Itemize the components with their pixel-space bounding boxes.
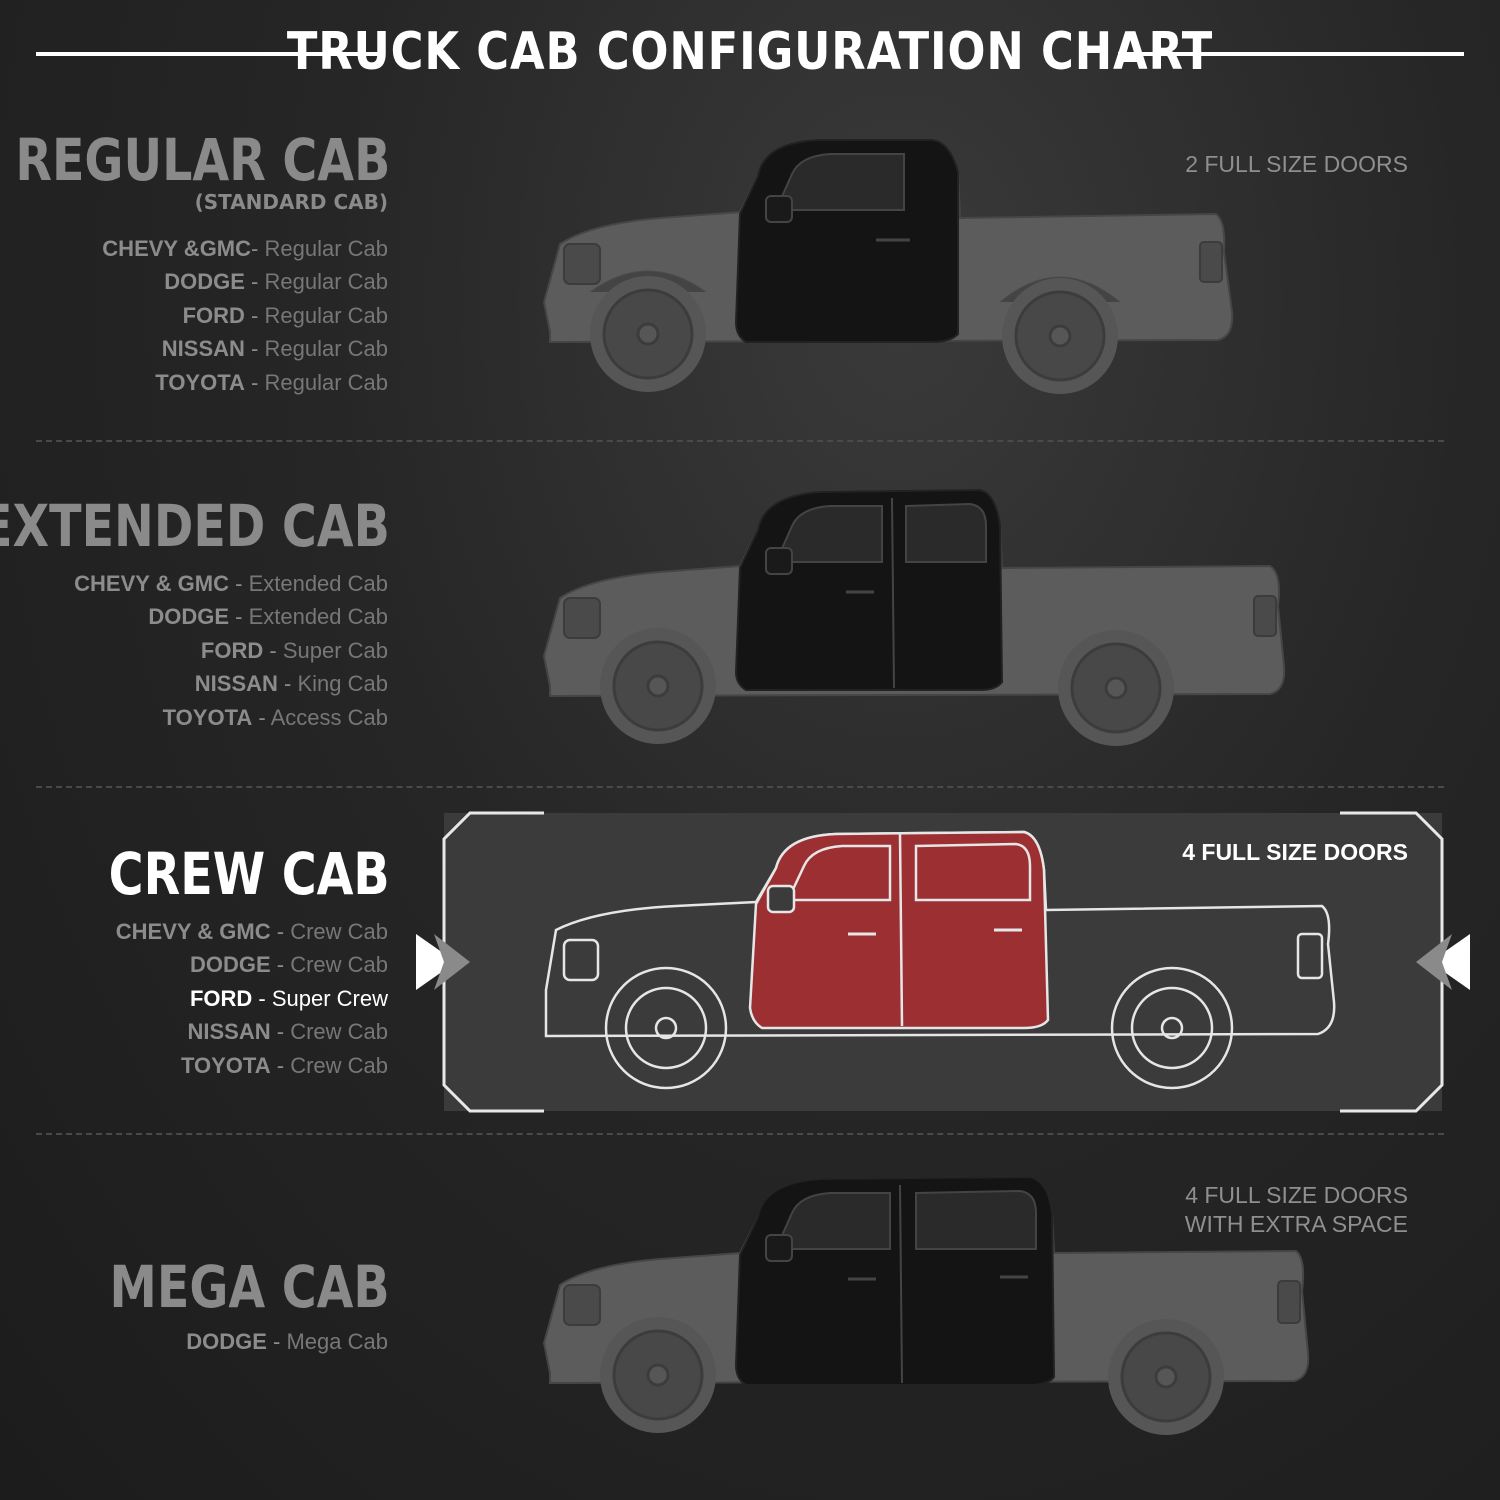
brand-row: NISSAN - King Cab [74,667,388,700]
brand-separator: - [266,1329,287,1354]
brand-list: CHEVY & GMC - Extended Cab DODGE - Exten… [74,567,388,734]
door-note: 2 FULL SIZE DOORS [1185,150,1408,179]
brand-separator: - [270,1052,291,1078]
brand-separator: - [270,1019,291,1045]
right-pointer-arrow-icon [1416,934,1470,990]
model-name: Super Cab [282,637,388,663]
brand-separator: - [229,604,249,630]
cab-name: CREW CAB [108,840,390,908]
brand-name: FORD [200,637,264,663]
brand-row: NISSAN - Crew Cab [116,1015,389,1048]
door-note-line: 2 FULL SIZE DOORS [1185,151,1408,177]
section-regular-cab: REGULAR CAB (STANDARD CAB) CHEVY &GMC- R… [0,0,1500,440]
model-name: Crew Cab [290,952,388,978]
brand-separator: - [229,571,249,596]
door-note-line: 4 FULL SIZE DOORS [1185,1182,1408,1208]
brand-name: FORD [189,985,253,1011]
mega-cab-truck-illustration [542,1175,1310,1435]
model-name: Extended Cab [248,571,388,596]
brand-separator: - [270,919,291,944]
brand-name: CHEVY & GMC [115,919,271,944]
brand-row: CHEVY & GMC - Crew Cab [116,915,388,948]
brand-name: DODGE [186,1329,267,1354]
model-name: Mega Cab [286,1329,388,1354]
brand-name: NISSAN [161,336,245,362]
section-divider [36,786,1444,788]
model-name: Access Cab [270,704,388,730]
brand-separator: - [252,704,271,730]
brand-separator: - [244,336,265,362]
brand-list: CHEVY &GMC- Regular Cab DODGE - Regular … [102,232,388,399]
cab-subtitle: (STANDARD CAB) [194,190,388,214]
brand-name: TOYOTA [162,704,253,730]
model-name: Regular Cab [264,369,388,395]
section-extended-cab: EXTENDED CAB CHEVY & GMC - Extended Cab … [0,440,1500,786]
section-divider [36,1133,1444,1135]
brand-row: TOYOTA - Access Cab [74,701,388,734]
model-name: Super Crew [271,985,388,1011]
extended-cab-truck-illustration [542,488,1286,746]
brand-separator: - [244,269,265,295]
model-name: Regular Cab [264,269,388,295]
brand-row: CHEVY & GMC - Extended Cab [74,567,388,600]
brand-row: DODGE - Extended Cab [74,600,388,633]
brand-row: CHEVY &GMC- Regular Cab [102,232,388,265]
door-note: 4 FULL SIZE DOORS [1182,838,1408,867]
brand-name: TOYOTA [180,1052,271,1078]
regular-cab-truck-illustration [542,139,1234,394]
door-note-line: 4 FULL SIZE DOORS [1182,839,1408,865]
brand-separator: - [244,302,265,328]
brand-name: DODGE [189,952,271,978]
title-rule-right [1118,52,1464,56]
brand-row: NISSAN - Regular Cab [102,332,388,365]
brand-separator: - [252,985,272,1011]
brand-separator: - [251,236,265,261]
model-name: Extended Cab [248,604,388,630]
brand-name: NISSAN [187,1019,271,1045]
model-name: King Cab [297,671,388,697]
crew-cab-truck-illustration [544,830,1336,1090]
model-name: Regular Cab [264,236,388,261]
cab-name: EXTENDED CAB [0,492,390,560]
brand-row: TOYOTA - Regular Cab [102,366,388,399]
page-title: TRUCK CAB CONFIGURATION CHART [286,22,1214,82]
brand-row: DODGE - Crew Cab [116,948,388,981]
brand-name: CHEVY & GMC [74,571,229,596]
door-note-line: WITH EXTRA SPACE [1184,1211,1408,1237]
brand-separator: - [270,952,291,978]
section-crew-cab: CREW CAB CHEVY & GMC - Crew Cab DODGE - … [0,786,1500,1133]
left-pointer-arrow-icon [416,934,470,990]
model-name: Regular Cab [264,302,388,328]
brand-row: DODGE - Mega Cab [186,1325,388,1358]
brand-name: TOYOTA [155,369,245,395]
model-name: Regular Cab [264,336,388,362]
brand-name: DODGE [164,269,245,295]
brand-row-active: FORD - Super Crew [116,982,388,1015]
section-mega-cab: MEGA CAB DODGE - Mega Cab 4 FULL SIZE DO… [0,1133,1500,1500]
brand-separator: - [277,671,298,697]
brand-name: NISSAN [194,671,278,697]
brand-row: DODGE - Regular Cab [102,265,388,298]
brand-row: TOYOTA - Crew Cab [116,1049,388,1082]
brand-row: FORD - Super Cab [74,634,388,667]
title-rule-left [36,52,382,56]
brand-name: DODGE [148,604,229,630]
model-name: Crew Cab [290,919,388,944]
section-divider [36,440,1444,442]
door-note: 4 FULL SIZE DOORS WITH EXTRA SPACE [1185,1181,1408,1239]
cab-name: MEGA CAB [109,1253,390,1321]
model-name: Crew Cab [290,1019,388,1045]
cab-name: REGULAR CAB [14,126,390,194]
brand-name: FORD [182,302,245,328]
model-name: Crew Cab [290,1052,388,1078]
brand-row: FORD - Regular Cab [102,299,388,332]
brand-list: CHEVY & GMC - Crew Cab DODGE - Crew Cab … [116,915,388,1082]
brand-list: DODGE - Mega Cab [186,1325,388,1358]
brand-separator: - [244,369,265,395]
brand-name: CHEVY &GMC [102,236,252,261]
brand-separator: - [263,637,283,663]
